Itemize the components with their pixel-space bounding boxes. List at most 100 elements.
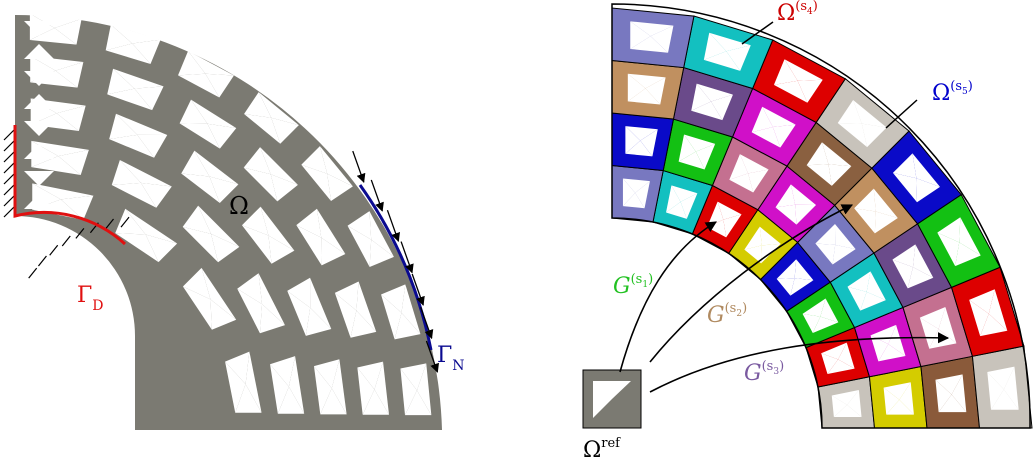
cell-hole [695, 143, 716, 170]
lattice-hole [237, 288, 263, 334]
lattice-hole [288, 356, 305, 414]
math-label-close: ) [968, 79, 973, 94]
cell-hole [892, 153, 917, 179]
hatch-line [3, 173, 15, 185]
math-label: G(s3) [744, 359, 784, 386]
cell-hole [873, 188, 898, 219]
lattice-hole [381, 284, 406, 313]
lattice-hole [115, 233, 159, 263]
lattice-hole [134, 86, 164, 111]
math-label: Ω(s4) [777, 0, 818, 26]
cell-hole [820, 298, 839, 323]
lattice-hole [313, 366, 332, 415]
lattice-hole [270, 174, 298, 202]
cell-hole [937, 232, 960, 267]
lattice-hole [132, 39, 161, 64]
lattice-hole [400, 363, 427, 391]
lattice-hole [55, 61, 84, 88]
cell-hole [831, 395, 848, 418]
hatch-line [75, 228, 85, 239]
lattice-hole [400, 368, 417, 416]
load-arrow [386, 209, 400, 243]
dirichlet-label-base: Γ [77, 283, 92, 308]
cell-hole [790, 278, 814, 296]
cell-hole [854, 188, 876, 212]
lattice-hole [287, 290, 311, 336]
lattice-hole [182, 226, 219, 263]
lattice-hole [179, 99, 208, 124]
cell-hole [938, 394, 967, 413]
cell-hole [815, 223, 836, 245]
lattice-hole [347, 225, 372, 268]
math-label-sub: 2 [736, 309, 742, 319]
cell-hole [828, 164, 852, 186]
cell-hole [916, 178, 941, 203]
cell-hole [883, 387, 900, 415]
math-label-sub: 3 [773, 367, 779, 377]
cell-hole [703, 32, 727, 60]
cell-hole [883, 382, 911, 400]
lattice-hole [401, 284, 421, 335]
hatch-line [3, 140, 15, 152]
lattice-hole [362, 389, 390, 415]
cell-hole [860, 291, 886, 311]
cell-hole [899, 382, 914, 415]
cell-hole [919, 307, 946, 329]
math-label: G(s1) [613, 272, 653, 299]
reference-label-base: Ω [583, 438, 601, 463]
cell-hole [744, 245, 762, 264]
lattice-hole [258, 273, 285, 326]
decomposed-domain-outline [611, 3, 1031, 429]
cell-hole [627, 73, 646, 102]
cell-hole [806, 164, 832, 186]
lattice-hole [270, 356, 296, 387]
lattice-hole [245, 351, 262, 413]
leader-s5 [885, 99, 918, 129]
lattice-hole [125, 208, 178, 244]
cell-hole [797, 79, 823, 103]
cell-hole [751, 106, 773, 133]
cell-hole [812, 316, 839, 333]
math-label-base: G [613, 274, 631, 299]
cell-hole [691, 101, 723, 121]
cell-hole [802, 298, 826, 317]
cell-hole [831, 390, 859, 405]
load-arrow [425, 340, 439, 373]
cell-hole [630, 36, 669, 53]
lattice-hole [32, 183, 94, 200]
lattice-hole [177, 73, 220, 98]
lattice-hole [24, 171, 54, 186]
cell-hole [854, 208, 876, 234]
hatch-line [3, 195, 15, 207]
neumann-label-base: Γ [437, 343, 452, 368]
cell-hole [847, 286, 867, 311]
cell-hole [717, 201, 742, 220]
lattice-hole [357, 367, 375, 415]
cell-hole [806, 142, 829, 166]
lattice-hole [54, 18, 82, 45]
right-panel-decomposition: Ωref Ω(s4)Ω(s5)G(s1)G(s2)G(s3) [582, 0, 1033, 463]
cell-hole [635, 181, 650, 209]
lattice-hole [205, 73, 234, 98]
lattice-hole [357, 361, 384, 390]
lattice-hole [56, 105, 86, 132]
cell-hole [666, 201, 687, 219]
cell-hole [645, 77, 666, 105]
lattice-hole [241, 206, 269, 236]
cell-hole [729, 154, 749, 180]
cell-hole [959, 217, 981, 256]
cell-hole [969, 289, 995, 314]
cell-hole [821, 142, 852, 167]
hatch-line [28, 267, 38, 279]
cell-hole [912, 153, 941, 187]
lattice-hole [319, 146, 353, 187]
cell-hole [870, 324, 897, 345]
lattice-hole [327, 173, 353, 201]
cell-hole [935, 379, 952, 413]
lattice-hole [405, 390, 432, 416]
cell-hole [795, 204, 817, 225]
cell-hole [762, 106, 796, 128]
cell-hole [678, 151, 705, 170]
map-arrow-s1 [619, 221, 717, 373]
math-label-sub: 5 [962, 87, 968, 97]
